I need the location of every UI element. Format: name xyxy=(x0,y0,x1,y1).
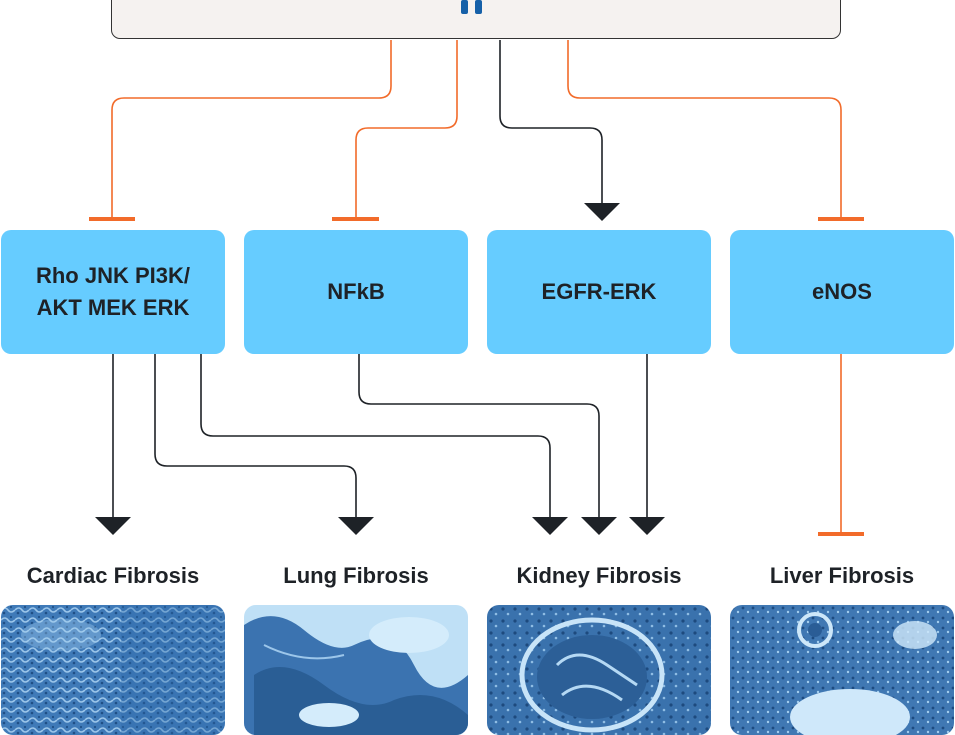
arrowhead-cardiac xyxy=(95,517,131,535)
arrowhead-kidney-3 xyxy=(629,517,665,535)
pause-bars-icon xyxy=(460,0,484,15)
node-egfr-erk: EGFR-ERK xyxy=(487,230,711,354)
inhibit-connector-enos xyxy=(568,40,841,218)
liver-tissue-image xyxy=(730,605,954,735)
label-liver-fibrosis: Liver Fibrosis xyxy=(722,563,955,589)
arrowhead-kidney-2 xyxy=(581,517,617,535)
arrowhead-kidney-1 xyxy=(532,517,568,535)
node-rho-jnk-pi3k-akt-mek-erk: Rho JNK PI3K/ AKT MEK ERK xyxy=(1,230,225,354)
node-enos: eNOS xyxy=(730,230,954,354)
inhibit-connector-nfkb xyxy=(356,40,457,218)
inhibit-connector-rho xyxy=(112,40,391,218)
label-kidney-fibrosis: Kidney Fibrosis xyxy=(479,563,719,589)
label-lung-fibrosis: Lung Fibrosis xyxy=(236,563,476,589)
node-nfkb: NFkB xyxy=(244,230,468,354)
activate-connector-rho-kidney xyxy=(201,354,550,518)
activate-connector-egfr xyxy=(500,40,602,204)
arrowhead-lung xyxy=(338,517,374,535)
kidney-tissue-image xyxy=(487,605,711,735)
arrowhead-egfr xyxy=(584,203,620,221)
cardiac-tissue-image xyxy=(1,605,225,735)
lung-tissue-image xyxy=(244,605,468,735)
label-cardiac-fibrosis: Cardiac Fibrosis xyxy=(0,563,233,589)
